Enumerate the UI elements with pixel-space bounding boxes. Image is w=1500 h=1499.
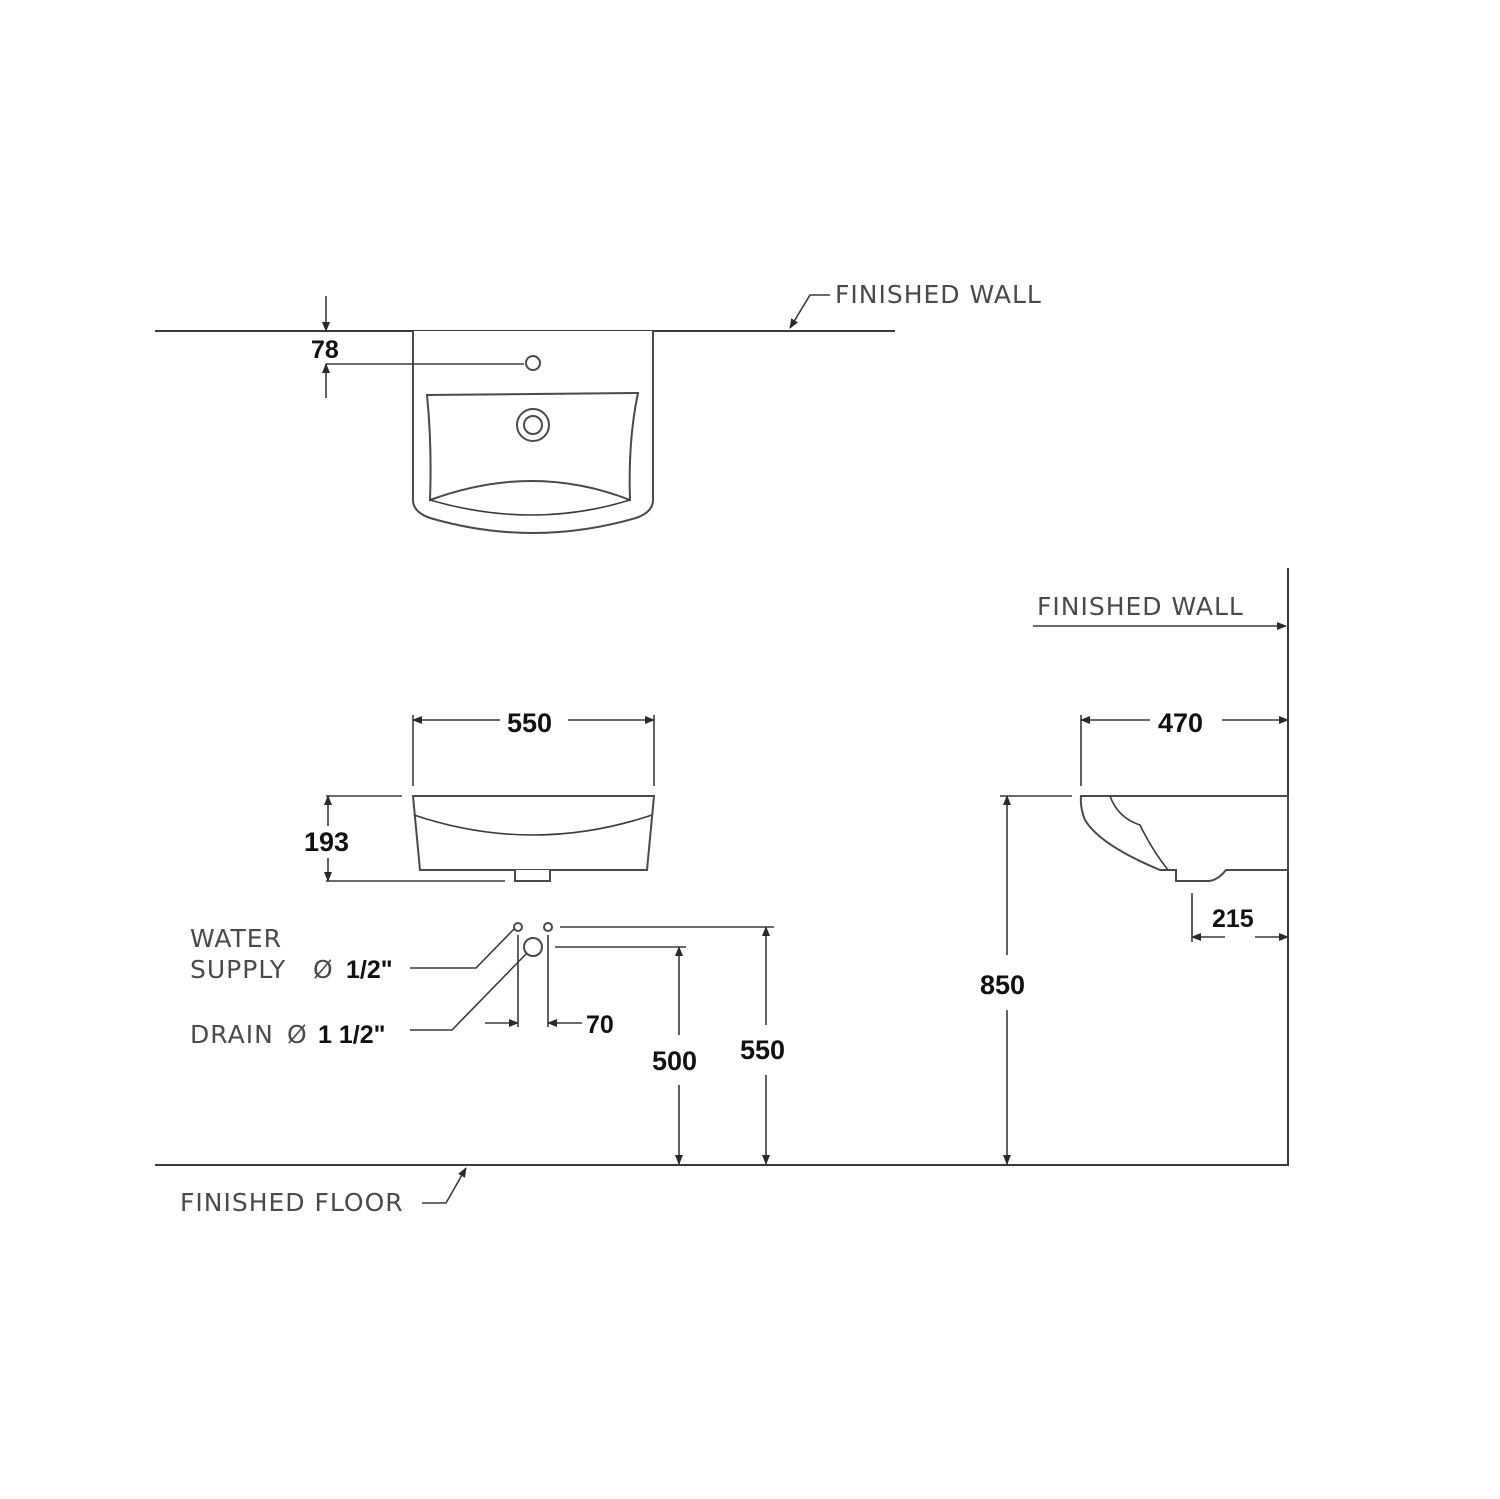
dim-470-label: 470	[1158, 708, 1203, 738]
dim-550w-label: 550	[507, 708, 552, 738]
basin-outline-side	[1079, 795, 1289, 882]
drain-diameter-symbol: Ø	[287, 1020, 308, 1049]
drain-label: DRAIN	[190, 1020, 274, 1049]
drain-leader	[410, 953, 527, 1031]
water-supply-label-line2: SUPPLY	[190, 955, 286, 984]
basin-outline-front	[411, 795, 656, 871]
basin-bowl-top	[425, 391, 640, 502]
basin-front-curve	[413, 814, 653, 836]
drain-stub-front	[514, 870, 551, 882]
front-view: 550 193 70 WATER SUPPLY Ø 1/2" DRAIN Ø 1…	[190, 708, 785, 1165]
finished-floor-leader	[422, 1167, 467, 1204]
dim-500-label: 500	[652, 1046, 697, 1076]
dim-215-label: 215	[1212, 905, 1254, 933]
finished-wall-label-side: FINISHED WALL	[1037, 592, 1244, 621]
dim-193-label: 193	[304, 827, 349, 857]
dim-850-label: 850	[980, 970, 1025, 1000]
floor: FINISHED FLOOR	[155, 1164, 1289, 1217]
tap-hole	[525, 355, 541, 371]
water-supply-label-line1: WATER	[190, 924, 282, 953]
dim-70-label: 70	[586, 1011, 614, 1039]
water-supply-leader	[410, 928, 515, 969]
water-supply-size: 1/2"	[346, 956, 393, 984]
basin-bowl-front-curve	[429, 499, 631, 516]
drain-size: 1 1/2"	[318, 1021, 385, 1049]
dim-550h-label: 550	[740, 1035, 785, 1065]
finished-floor-label: FINISHED FLOOR	[180, 1188, 404, 1217]
dim-78-label: 78	[311, 336, 339, 364]
side-view: FINISHED WALL 470 215 850	[980, 568, 1289, 1165]
drain-hole-inner	[523, 415, 543, 435]
basin-side-inner	[1109, 795, 1169, 871]
water-supply-point-right	[543, 922, 553, 932]
drain-point	[523, 937, 543, 957]
finished-wall-leader-top	[789, 294, 830, 329]
water-supply-point-left	[513, 922, 523, 932]
water-supply-diameter-symbol: Ø	[313, 955, 334, 984]
finished-wall-label-top: FINISHED WALL	[835, 280, 1042, 309]
top-view: 78 FINISHED WALL	[155, 280, 1042, 534]
